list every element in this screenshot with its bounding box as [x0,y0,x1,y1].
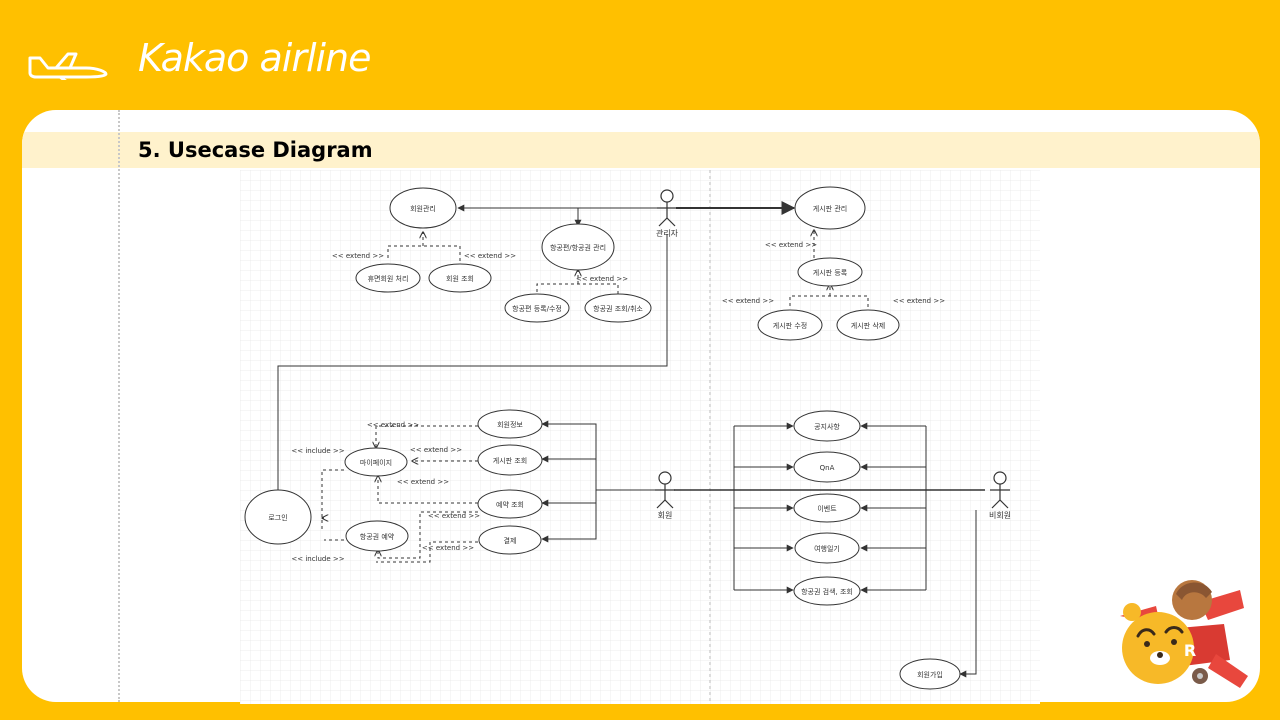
actor-admin-figure [657,189,677,227]
extend-label: << extend >> [422,544,474,552]
usecase-board-register: 게시판 등록 [813,268,848,277]
usecase-board-delete: 게시판 삭제 [851,321,885,330]
airplane-icon [28,52,108,80]
actor-guest-label: 비회원 [989,511,1011,520]
extend-label: << extend >> [576,275,628,283]
vertical-divider [118,110,120,702]
mascot-badge-letter: R [1184,641,1196,660]
page-title: Kakao airline [138,36,372,80]
usecase-dormant: 휴면회원 처리 [368,274,409,283]
usecase-event: 이벤트 [817,504,837,513]
section-title: 5. Usecase Diagram [138,138,373,162]
usecase-ticket-reserve: 항공권 예약 [360,532,395,541]
extend-label: << extend >> [765,241,817,249]
usecase-flight-register: 항공편 등록/수정 [512,304,562,313]
extend-label: << extend >> [332,252,384,260]
usecase-member-mgmt: 회원관리 [410,204,436,213]
mascot-character: R [1120,580,1248,688]
usecase-travel-review: 여행일기 [814,544,840,553]
actor-member-figure [655,471,675,509]
usecase-member-info: 회원정보 [497,420,523,429]
usecase-flight-mgmt: 항공편/항공권 관리 [550,243,606,252]
usecase-mypage: 마이페이지 [360,458,392,467]
extend-label: << extend >> [464,252,516,260]
usecase-diagram: 관리자 회원 비회원 회원관리 휴면회원 처리 회원 조회 항공편/항공권 관리 [240,170,1040,704]
usecase-login: 로그인 [268,513,287,522]
usecase-qna: QnA [820,464,835,472]
usecase-notice: 공지사항 [814,422,840,431]
extend-label: << extend >> [722,297,774,305]
include-label: << include >> [291,555,344,563]
usecase-ticket-lookup-cancel: 항공권 조회/취소 [593,304,643,313]
extend-label: << extend >> [893,297,945,305]
usecase-board-lookup: 게시판 조회 [493,456,527,465]
include-label: << include >> [291,447,344,455]
extend-label: << extend >> [410,446,462,454]
usecase-payment: 결제 [504,536,517,545]
usecase-signup: 회원가입 [917,670,943,679]
usecase-member-lookup: 회원 조회 [446,274,474,283]
usecase-reservation-lookup: 예약 조회 [496,500,524,509]
extend-label: << extend >> [367,421,419,429]
usecase-board-mgmt: 게시판 관리 [813,204,847,213]
actor-guest-figure [990,471,1010,509]
extend-label: << extend >> [397,478,449,486]
usecase-ticket-search: 항공권 검색, 조회 [801,587,853,596]
extend-label: << extend >> [428,512,480,520]
actor-member-label: 회원 [658,511,673,520]
usecase-board-edit: 게시판 수정 [773,321,807,330]
actor-admin-label: 관리자 [656,228,679,238]
section-title-bar [22,132,1260,168]
